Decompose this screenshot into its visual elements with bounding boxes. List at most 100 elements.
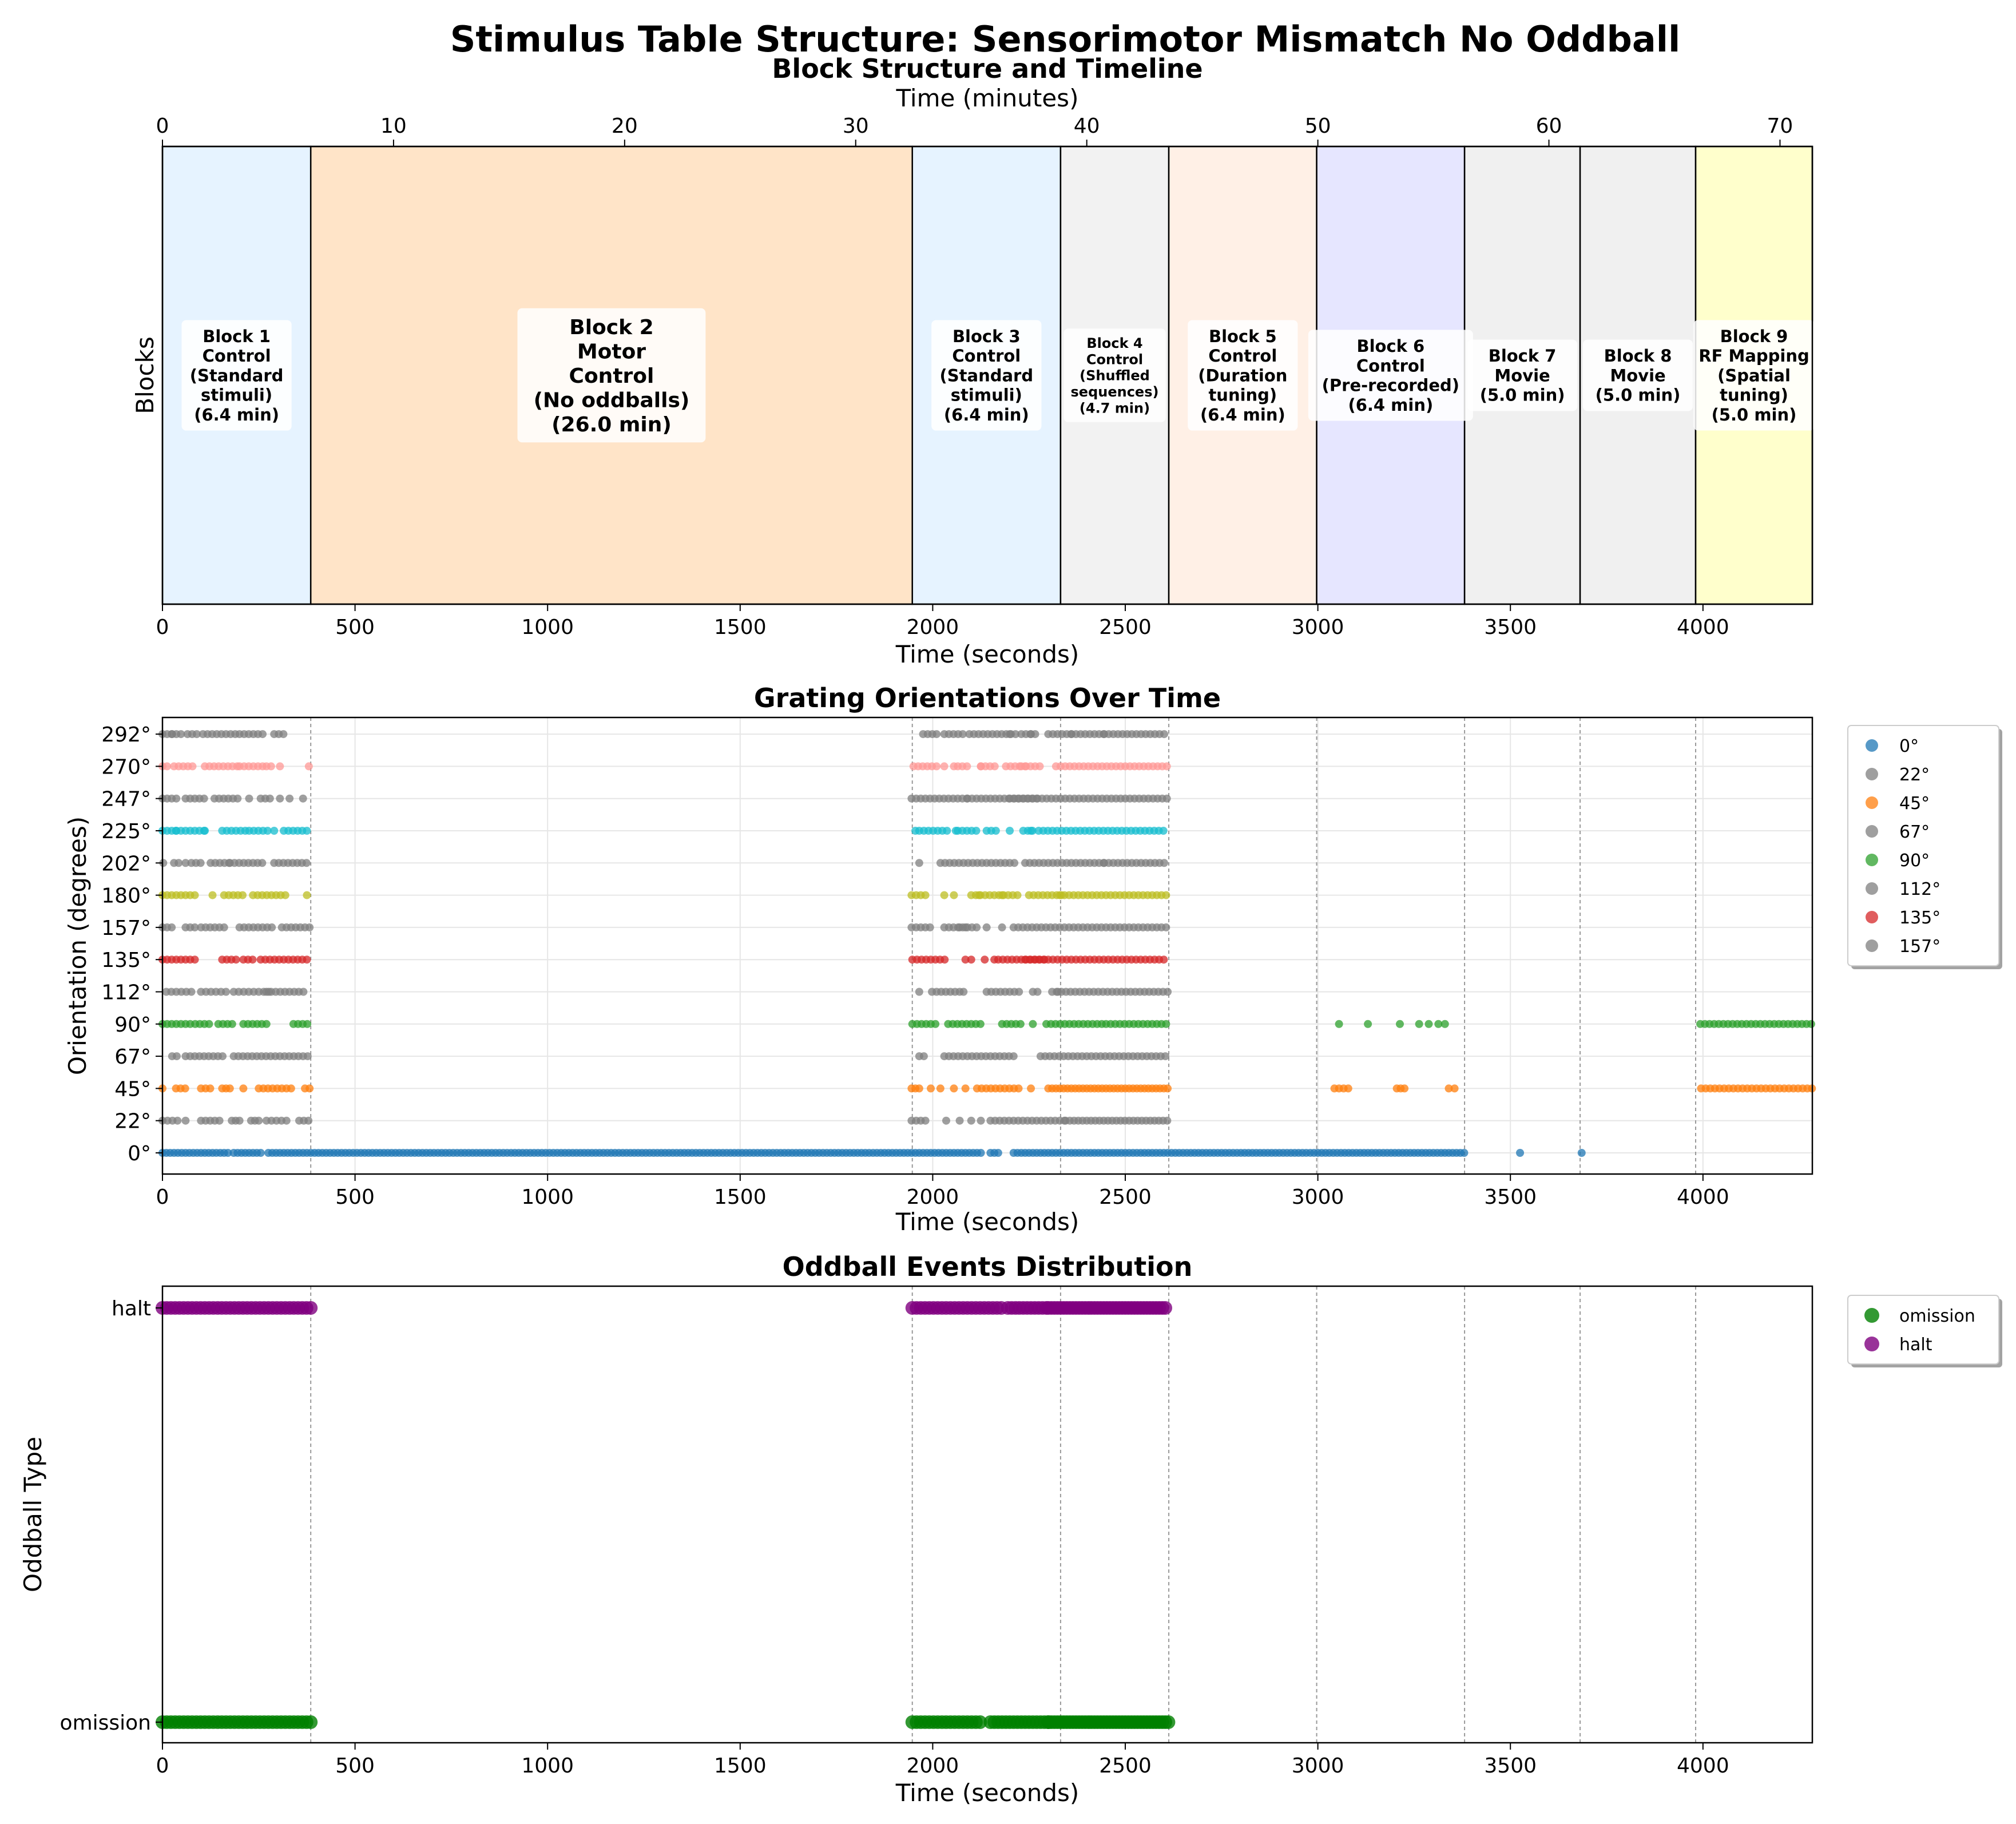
point-45° (1014, 1084, 1023, 1093)
legend-marker (1864, 1308, 1879, 1323)
point-0° (1516, 1149, 1525, 1157)
point-0° (977, 1149, 985, 1157)
point-180° (208, 891, 217, 899)
point-270° (990, 762, 999, 771)
1-tick-label: 500 (335, 1185, 375, 1209)
block-timeline-frame (161, 145, 1813, 605)
point-67° (919, 1052, 928, 1061)
block-label-line: Block 4 (1086, 335, 1142, 351)
point-45° (961, 1084, 970, 1093)
point-225° (303, 827, 311, 835)
orientation-grid (162, 717, 1812, 1174)
1-tick-label: 2000 (907, 1185, 959, 1209)
legend-marker (1866, 939, 1878, 952)
point-135° (232, 955, 240, 964)
point-22° (255, 1116, 263, 1125)
0-tick-label: 0 (156, 616, 169, 639)
point-135° (248, 955, 257, 964)
orientation-xlabel: Time (seconds) (895, 1208, 1080, 1236)
point-270° (1162, 762, 1171, 771)
block-label-line: Block 7 (1489, 346, 1557, 366)
point-90° (228, 1020, 236, 1028)
point-247° (245, 794, 253, 803)
point-22° (282, 1116, 291, 1125)
0-tick-label: 4000 (1677, 616, 1729, 639)
point-90° (976, 1020, 985, 1028)
point-247° (200, 794, 208, 803)
point-67° (303, 1052, 312, 1061)
point-292° (1027, 730, 1035, 739)
point-67° (172, 1052, 181, 1061)
point-157° (168, 923, 176, 931)
block-label-line: Control (1086, 351, 1143, 367)
point-0° (1577, 1149, 1586, 1157)
point-247° (265, 794, 274, 803)
point-225° (943, 827, 951, 835)
legend-label: 112° (1899, 879, 1940, 899)
block-label-line: (6.4 min) (194, 405, 279, 425)
oddball-title: Oddball Events Distribution (783, 1251, 1193, 1282)
y-tick-label: 67° (114, 1045, 151, 1069)
2-tick-label: 1000 (521, 1754, 574, 1778)
1-tick-label: 0 (156, 1185, 169, 1209)
point-135° (981, 955, 989, 964)
point-292° (932, 730, 941, 739)
legend-label: 67° (1899, 822, 1930, 842)
y-tick-label: 270° (101, 755, 151, 779)
legend-marker (1866, 911, 1878, 923)
point-180° (1013, 891, 1022, 899)
block-timeline-panel: Block Structure and Timeline Time (minut… (131, 53, 1815, 668)
point-90° (1440, 1020, 1449, 1028)
point-90° (1396, 1020, 1404, 1028)
point-90° (262, 1020, 271, 1028)
top-tick-label: 70 (1767, 114, 1793, 138)
legend-label: 22° (1899, 765, 1930, 785)
point-90° (1029, 1020, 1037, 1028)
point-135° (990, 955, 999, 964)
point-22° (215, 1116, 224, 1125)
point-135° (1160, 955, 1168, 964)
block-label-line: Control (1356, 356, 1425, 375)
y-tick-label: 180° (101, 885, 151, 908)
legend-label: halt (1899, 1335, 1932, 1355)
point-270° (267, 762, 275, 771)
2-tick-label: 2000 (907, 1754, 959, 1778)
point-112° (915, 988, 923, 996)
point-45° (1344, 1084, 1352, 1093)
top-tick-label: 20 (612, 114, 638, 138)
block-label-line: stimuli) (201, 386, 272, 405)
block-label-box (1467, 339, 1578, 411)
2-tick-label: 500 (335, 1754, 375, 1778)
point-112° (1015, 988, 1023, 996)
block-label-box (1188, 320, 1298, 431)
point-67° (219, 1052, 227, 1061)
point-247° (172, 794, 181, 803)
point-22° (967, 1116, 975, 1125)
point-270° (188, 762, 197, 771)
2-tick-label: 3000 (1292, 1754, 1344, 1778)
block-label-line: (Duration (1198, 366, 1287, 385)
point-45° (927, 1084, 935, 1093)
block-timeline-top-xlabel: Time (minutes) (896, 84, 1079, 112)
block-label-line: Block 9 (1720, 327, 1788, 346)
block-label-line: (Standard (940, 366, 1034, 385)
1-tick-label: 3500 (1484, 1185, 1537, 1209)
legend-label: 135° (1899, 908, 1940, 928)
legend-label: 157° (1899, 937, 1940, 957)
top-tick-label: 40 (1074, 114, 1100, 138)
point-180° (940, 891, 949, 899)
orientation-ylabel: Orientation (degrees) (64, 816, 92, 1075)
figure-suptitle: Stimulus Table Structure: Sensorimotor M… (450, 18, 1681, 60)
block-label-line: Block 6 (1356, 336, 1424, 356)
point-90° (1434, 1020, 1443, 1028)
y-tick-label: 45° (114, 1077, 151, 1101)
point-45° (936, 1084, 944, 1093)
point-90° (1364, 1020, 1372, 1028)
point-90° (1415, 1020, 1423, 1028)
point-22° (173, 1116, 182, 1125)
1-tick-label: 2500 (1099, 1185, 1152, 1209)
0-tick-label: 1500 (714, 616, 767, 639)
